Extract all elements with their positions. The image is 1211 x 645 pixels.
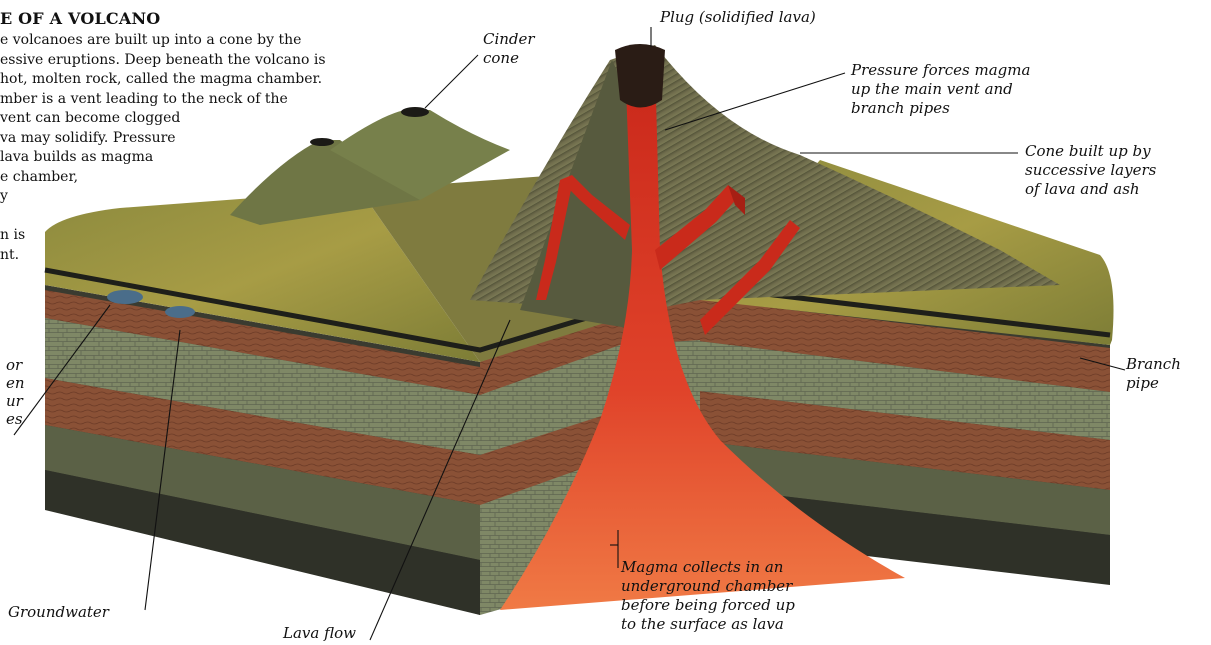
intro-line: n is <box>0 226 380 246</box>
magma-collects-label-line: to the surface as lava <box>621 615 795 634</box>
left-fragment-line: es <box>6 410 25 428</box>
pressure-label: Pressure forces magma up the main vent a… <box>851 61 1030 118</box>
intro-line: nt. <box>0 246 380 266</box>
magma-collects-label-line: before being forced up <box>621 596 795 615</box>
intro-paragraph: e volcanoes are built up into a cone by … <box>0 31 380 265</box>
lava-flow-label: Lava flow <box>283 624 356 643</box>
pressure-label-line: Pressure forces magma <box>851 61 1030 80</box>
intro-line: essive eruptions. Deep beneath the volca… <box>0 51 380 71</box>
intro-line <box>0 207 380 227</box>
left-fragment-line: or <box>6 356 25 374</box>
branch-pipe-label-line: Branch <box>1126 355 1181 374</box>
magma-collects-label-line: underground chamber <box>621 577 795 596</box>
intro-line: hot, molten rock, called the magma chamb… <box>0 70 380 90</box>
branch-pipe-label: Branch pipe <box>1126 355 1181 393</box>
pressure-label-line: branch pipes <box>851 99 1030 118</box>
cinder-cone-label-line: Cinder <box>483 30 535 49</box>
intro-line: e volcanoes are built up into a cone by … <box>0 31 380 51</box>
plug-label: Plug (solidified lava) <box>660 8 816 27</box>
cone-built-label-line: successive layers <box>1025 161 1156 180</box>
left-fragment-line: ur <box>6 392 25 410</box>
intro-line: vent can become clogged <box>0 109 380 129</box>
intro-line: lava builds as magma <box>0 148 380 168</box>
magma-collects-label: Magma collects in an underground chamber… <box>621 558 795 634</box>
intro-line: va may solidify. Pressure <box>0 129 380 149</box>
intro-line: e chamber, <box>0 168 380 188</box>
cinder-cone-label-line: cone <box>483 49 535 68</box>
plug-solidified-lava <box>615 44 665 108</box>
cone-built-label: Cone built up by successive layers of la… <box>1025 142 1156 199</box>
left-fragment-line: en <box>6 374 25 392</box>
intro-line: mber is a vent leading to the neck of th… <box>0 90 380 110</box>
section-heading: E OF A VOLCANO <box>0 9 160 28</box>
cone-built-label-line: Cone built up by <box>1025 142 1156 161</box>
magma-collects-label-line: Magma collects in an <box>621 558 795 577</box>
groundwater-label: Groundwater <box>8 603 109 622</box>
groundwater-pocket <box>107 290 143 304</box>
intro-line: y <box>0 187 380 207</box>
left-fragment-label: or en ur es <box>6 356 25 428</box>
cone-built-label-line: of lava and ash <box>1025 180 1156 199</box>
cinder-cone-label: Cinder cone <box>483 30 535 68</box>
branch-pipe-label-line: pipe <box>1126 374 1181 393</box>
pressure-label-line: up the main vent and <box>851 80 1030 99</box>
